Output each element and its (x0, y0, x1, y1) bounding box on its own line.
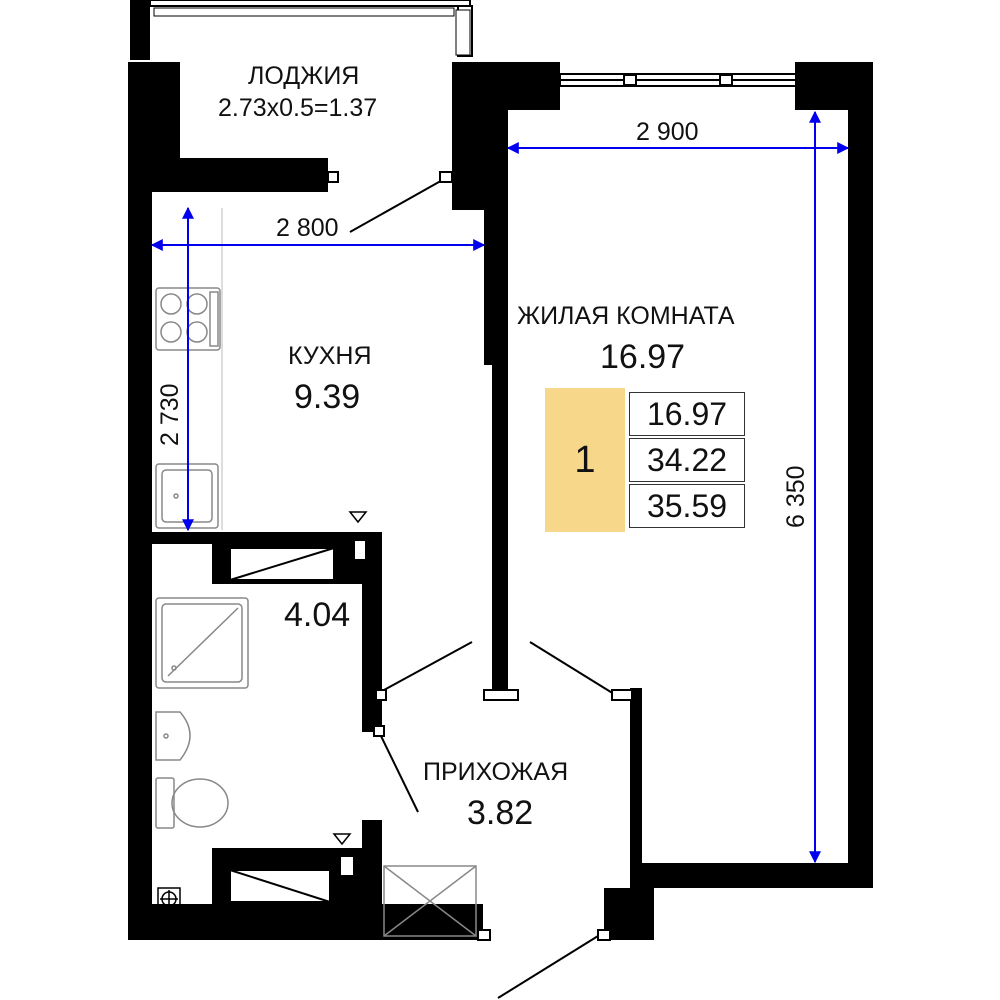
kitchen-depth-label: 2 730 (156, 383, 184, 446)
kitchen-name: КУХНЯ (288, 342, 372, 370)
living-length-label: 6 350 (782, 465, 810, 528)
summary-total-area: 34.22 (629, 438, 745, 482)
living-width-label: 2 900 (636, 118, 699, 146)
washbasin-icon (155, 711, 191, 761)
loggia-formula: 2.73x0.5=1.37 (218, 94, 378, 122)
shower-icon (155, 597, 249, 689)
doors (349, 177, 615, 999)
dimension-lines (150, 110, 850, 864)
niches (229, 539, 367, 903)
summary-living-area: 16.97 (629, 392, 745, 436)
hallway-name: ПРИХОЖАЯ (423, 758, 569, 786)
living-area: 16.97 (600, 338, 686, 376)
kitchen-area: 9.39 (294, 378, 361, 416)
bathroom-area: 4.04 (284, 596, 351, 634)
door-stops (327, 171, 633, 941)
toilet-icon (155, 777, 229, 829)
heater-icon (157, 887, 181, 911)
windows (153, 7, 797, 87)
level-markers (332, 511, 368, 846)
living-name: ЖИЛАЯ КОМНАТА (517, 302, 735, 330)
vent-shaft (383, 865, 477, 937)
summary-total-with-loggia: 35.59 (629, 484, 745, 528)
kitchen-width-label: 2 800 (276, 214, 339, 242)
rooms-count: 1 (545, 388, 625, 532)
hallway-area: 3.82 (467, 794, 534, 832)
loggia-name: ЛОДЖИЯ (248, 62, 360, 90)
area-summary: 1 16.97 34.22 35.59 (545, 388, 745, 532)
